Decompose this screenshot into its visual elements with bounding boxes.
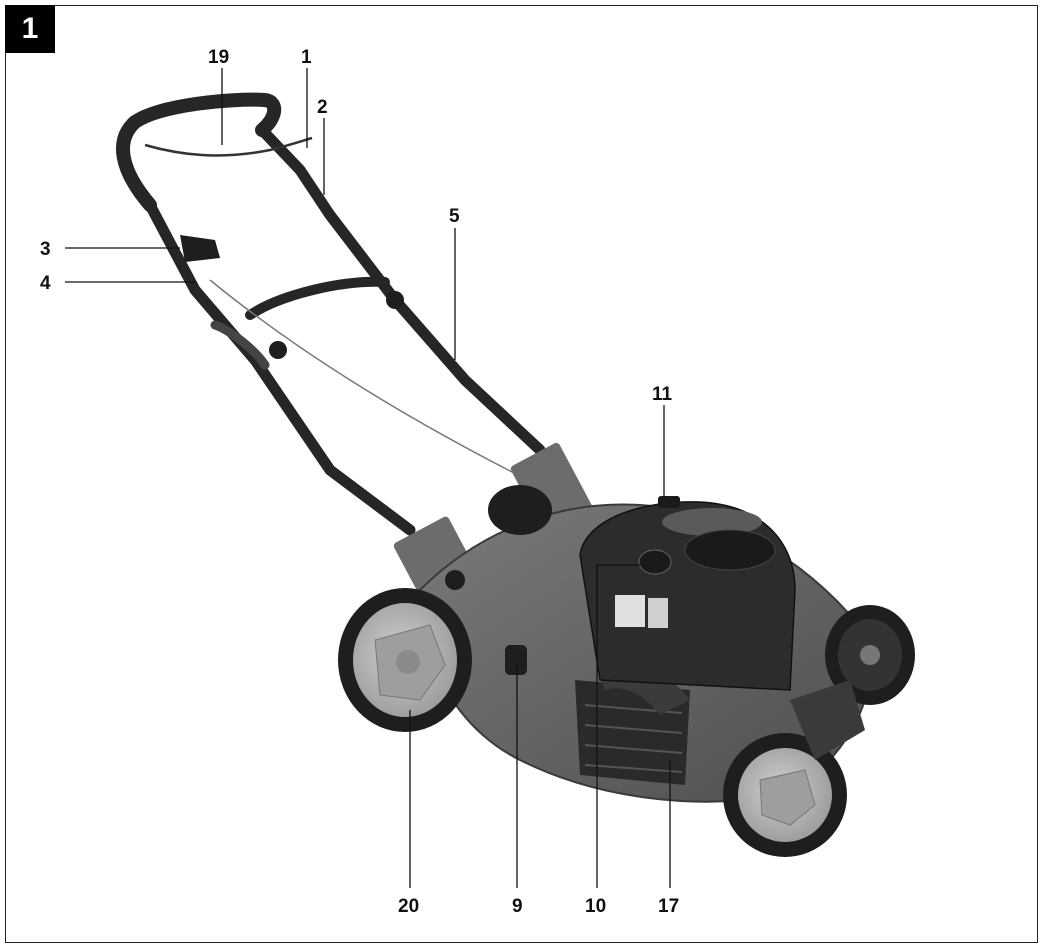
handle-knob-right (386, 291, 404, 309)
callout-2: 2 (317, 97, 328, 118)
callout-3: 3 (40, 239, 51, 260)
oil-filler-cap (638, 549, 672, 575)
handle-mount-knob (445, 570, 465, 590)
starter-rope-handle (658, 496, 680, 508)
callout-leader-lines (65, 68, 671, 888)
height-adjust-lever (505, 645, 527, 675)
handle-bar (116, 92, 282, 212)
handle-knob-left (269, 341, 287, 359)
callout-4: 4 (40, 273, 51, 294)
callout-19: 19 (208, 47, 229, 68)
throttle-lever (180, 235, 220, 262)
callout-5: 5 (449, 206, 460, 227)
handle-crossbar (245, 276, 390, 320)
figure-number-badge: 1 (5, 5, 55, 53)
engine-cover-badge (662, 508, 762, 536)
handle-tube-left (144, 199, 416, 536)
grass-box-handle (210, 320, 270, 370)
rear-wheel-far (488, 485, 552, 535)
rear-wheel-left (338, 588, 472, 732)
callout-11: 11 (652, 384, 673, 405)
front-wheel-right (723, 733, 847, 857)
engine-warning-label (615, 595, 645, 627)
engine-cover-grille (684, 529, 776, 571)
front-wheel-far (825, 605, 915, 705)
callout-17: 17 (658, 896, 679, 917)
callout-10: 10 (585, 896, 606, 917)
handle-tube-right (256, 124, 546, 456)
callout-9: 9 (512, 896, 523, 917)
callout-1: 1 (301, 47, 312, 68)
front-bumper (790, 680, 865, 760)
callout-20: 20 (398, 896, 419, 917)
engine-info-label (648, 598, 668, 628)
safety-bail (144, 136, 313, 157)
